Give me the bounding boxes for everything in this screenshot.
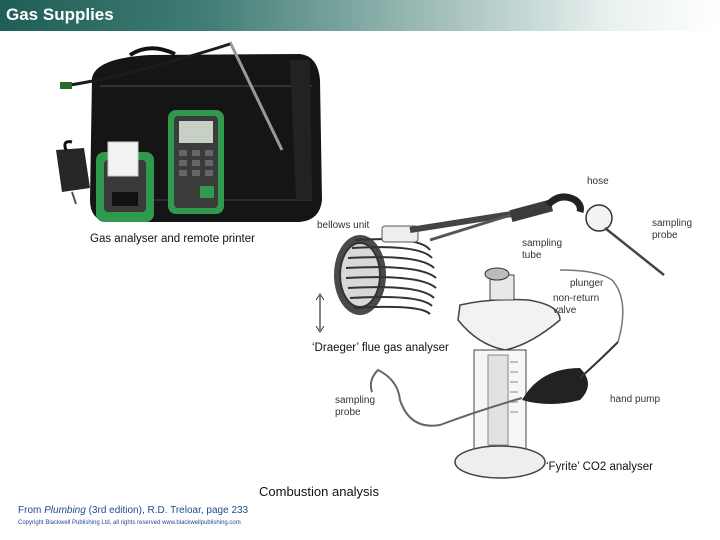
label-non-return-valve: non-return valve [553, 293, 600, 316]
bellows-unit [334, 211, 513, 315]
title-bar: Gas Supplies [0, 0, 720, 31]
citation-edition: (3rd edition), R.D. Treloar, page 233 [85, 505, 249, 516]
label-sampling-tube: sampling tube [522, 238, 563, 261]
hand-pump [369, 269, 624, 427]
label-sampling-probe-bottom: sampling probe [335, 395, 376, 418]
remote-printer [96, 141, 154, 222]
photo-caption: Gas analyser and remote printer [90, 233, 255, 245]
power-adaptor [56, 140, 90, 205]
citation-book: Plumbing [44, 505, 86, 516]
source-citation: From Plumbing (3rd edition), R.D. Treloa… [18, 505, 248, 516]
figure-caption: Combustion analysis [259, 484, 379, 499]
label-draeger: ‘Draeger’ flue gas analyser [312, 342, 449, 354]
label-bellows-unit: bellows unit [317, 220, 370, 231]
compress-arrow [315, 293, 325, 333]
label-plunger: plunger [570, 278, 604, 289]
label-fyrite: ‘Fyrite’ CO2 analyser [546, 461, 653, 473]
label-hose: hose [587, 176, 609, 187]
sampling-tube-assembly [429, 193, 665, 276]
copyright-notice: Copyright Blackwell Publishing Ltd, all … [18, 520, 241, 526]
probe-on-bag [60, 41, 284, 151]
fyrite-analyser [454, 267, 561, 479]
citation-prefix: From [18, 505, 45, 516]
page-title: Gas Supplies [6, 5, 114, 24]
label-hand-pump: hand pump [610, 394, 661, 405]
gas-analyser [168, 110, 224, 214]
label-sampling-probe-top: sampling probe [652, 218, 693, 241]
